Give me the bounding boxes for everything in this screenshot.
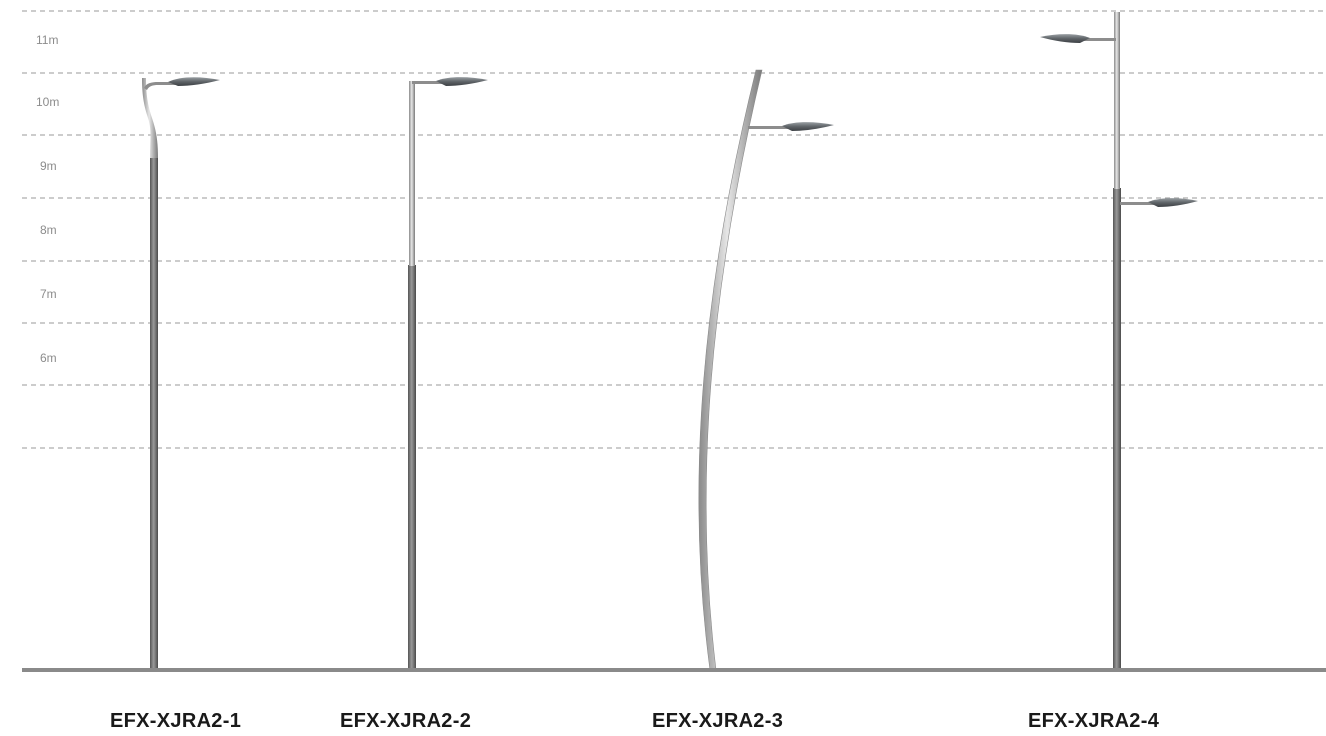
- lamp-arm-lower: [1120, 202, 1158, 205]
- pole-label-1: EFX-XJRA2-1: [110, 710, 241, 732]
- scale-label-8m: 8m: [40, 223, 57, 237]
- scale-label-6m: 6m: [40, 351, 57, 365]
- lamp-head-icon: [782, 122, 834, 131]
- pole-shaft-lower: [1113, 188, 1121, 670]
- pole-shaft-lower: [150, 158, 158, 670]
- ground-line: [22, 668, 1326, 672]
- height-gridlines: [22, 10, 1326, 449]
- lamp-arm-upper: [1078, 38, 1116, 41]
- scale-label-10m: 10m: [36, 95, 59, 109]
- lamp-arm: [412, 81, 448, 84]
- lamp-head-upper-icon: [1040, 34, 1090, 43]
- pole-efx-xjra2-2: [408, 77, 488, 670]
- pole-label-4: EFX-XJRA2-4: [1028, 710, 1160, 732]
- pole-shaft-upper: [1114, 12, 1120, 189]
- pole-efx-xjra2-1: [142, 77, 220, 670]
- pole-label-2: EFX-XJRA2-2: [340, 710, 471, 732]
- scale-label-7m: 7m: [40, 287, 57, 301]
- lamp-head-icon: [436, 77, 488, 86]
- scale-label-9m: 9m: [40, 159, 57, 173]
- pole-shaft-upper: [142, 78, 158, 158]
- pole-efx-xjra2-4: [1040, 12, 1198, 670]
- scale-label-11m: 11m: [36, 33, 58, 47]
- height-scale: 11m 10m 9m 8m 7m 6m: [36, 33, 59, 365]
- pole-shaft-upper: [409, 81, 415, 266]
- pole-shaft-lower: [408, 265, 416, 670]
- lamp-head-lower-icon: [1148, 198, 1198, 207]
- lamp-arm: [748, 126, 790, 129]
- pole-labels: EFX-XJRA2-1 EFX-XJRA2-2 EFX-XJRA2-3 EFX-…: [110, 710, 1160, 732]
- pole-label-3: EFX-XJRA2-3: [652, 710, 783, 732]
- pole-efx-xjra2-3: [698, 69, 834, 671]
- lamp-arm: [144, 82, 178, 90]
- lamp-head-icon: [168, 77, 220, 86]
- pole-shaft: [698, 69, 763, 671]
